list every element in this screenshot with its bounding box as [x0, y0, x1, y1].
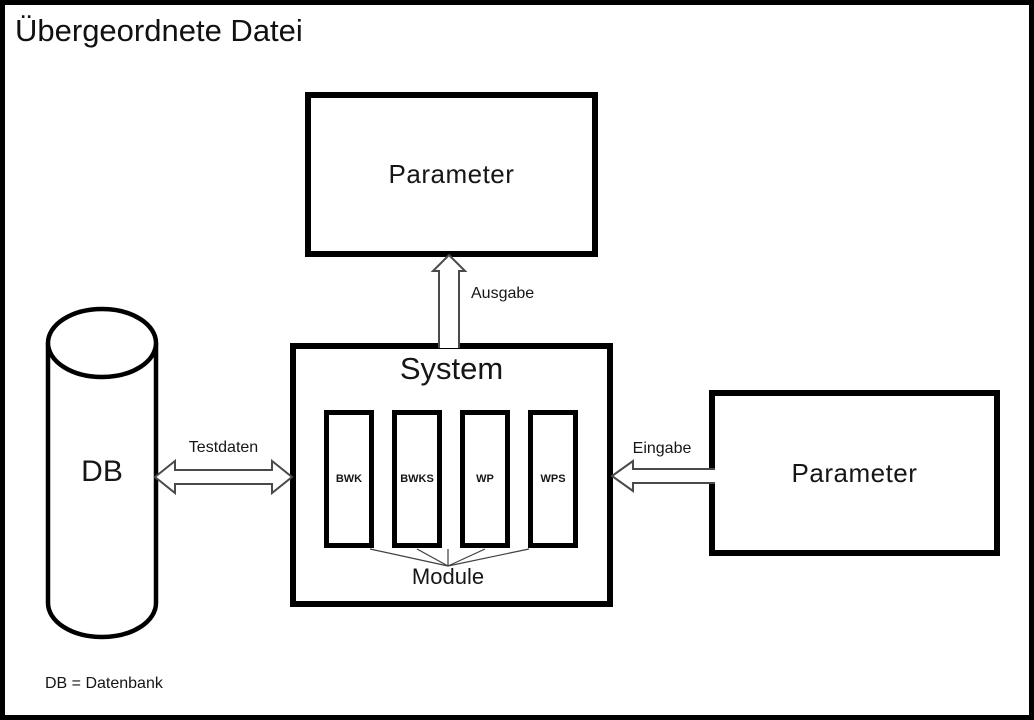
parameter-top-box: Parameter [305, 92, 598, 257]
parameter-right-box: Parameter [709, 390, 1000, 556]
module-caption: Module [411, 564, 485, 589]
ausgabe-edge-label: Ausgabe [471, 285, 535, 302]
parameter-right-label: Parameter [791, 457, 918, 488]
module-box-wp: WP [460, 410, 510, 548]
module-box-bwks: BWKS [392, 410, 442, 548]
module-box-bwk: BWK [324, 410, 374, 548]
module-box-wps: WPS [528, 410, 578, 548]
module-label-bwks: BWKS [400, 473, 434, 485]
eingabe-arrow-icon [610, 459, 715, 493]
db-label: DB [81, 455, 123, 488]
legend-text: DB = Datenbank [45, 675, 163, 692]
ausgabe-arrow-icon [430, 253, 468, 348]
system-label: System [399, 351, 504, 386]
module-label-bwk: BWK [335, 473, 363, 485]
parameter-top-label: Parameter [388, 159, 515, 189]
module-label-wp: WP [476, 473, 494, 485]
testdaten-arrow-icon [153, 458, 294, 496]
page-title: Übergeordnete Datei [15, 13, 303, 48]
module-label-wps: WPS [540, 473, 566, 485]
testdaten-edge-label: Testdaten [188, 439, 259, 456]
eingabe-edge-label: Eingabe [632, 440, 692, 457]
